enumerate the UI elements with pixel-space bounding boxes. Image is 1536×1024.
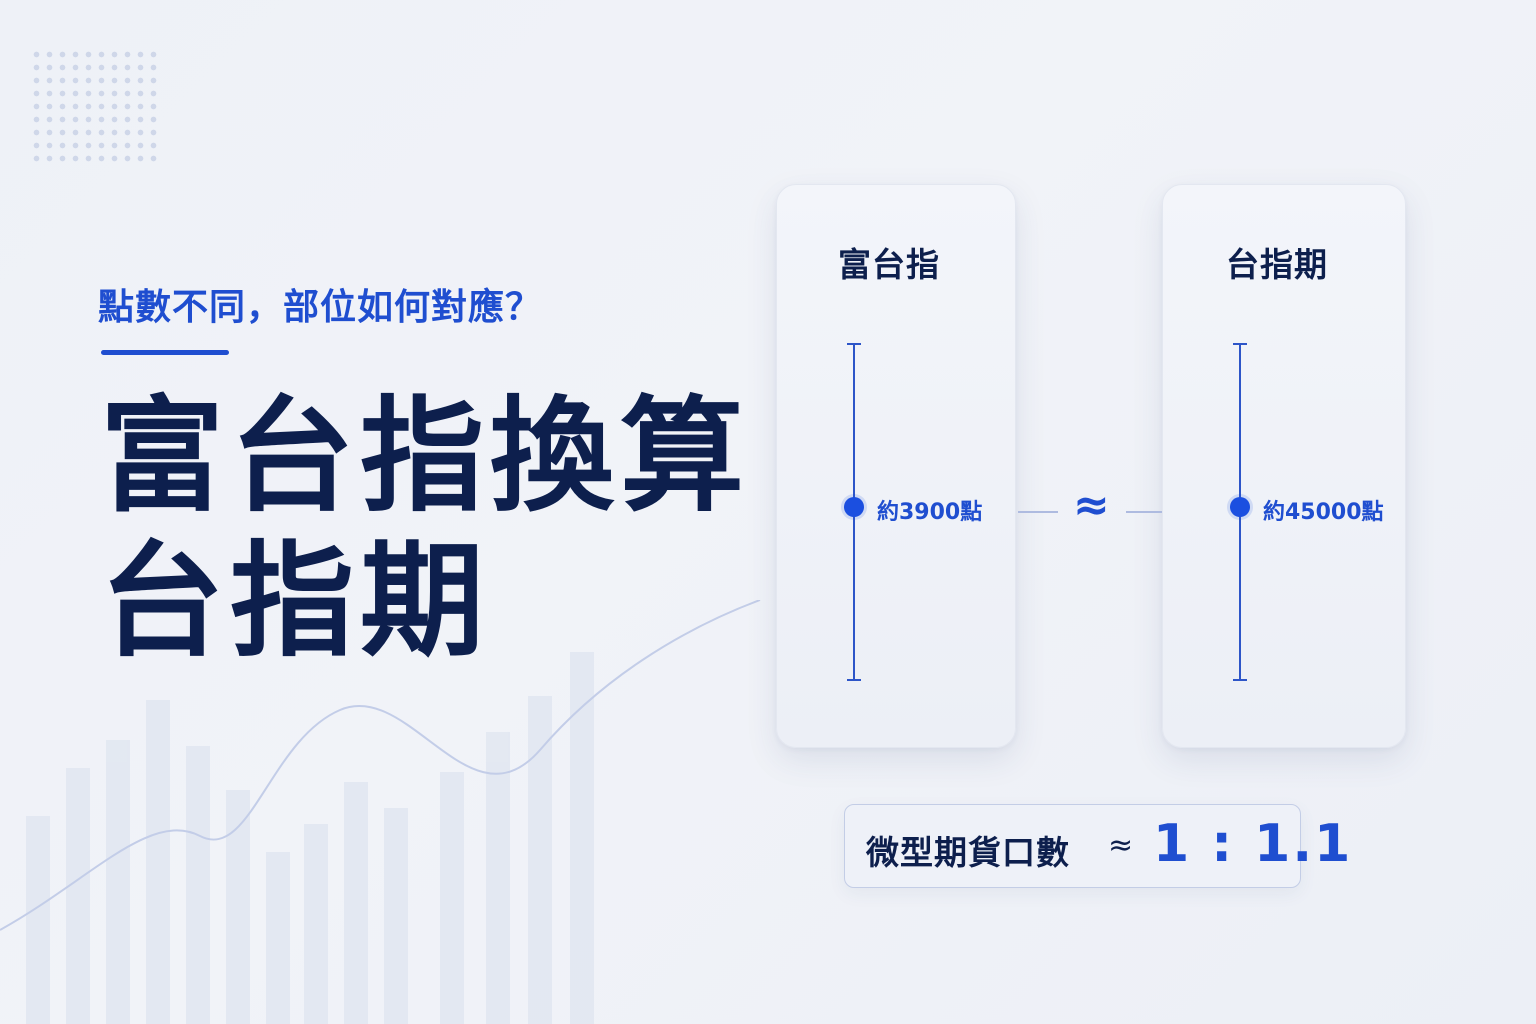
page-subtitle: 點數不同，部位如何對應？ — [98, 287, 543, 328]
connector-line-left — [1018, 511, 1058, 513]
left-value-marker — [844, 497, 864, 517]
ratio-label: 微型期貨口數 — [866, 833, 1070, 872]
index-card-left — [776, 184, 1016, 748]
decorative-dot-grid — [30, 48, 160, 168]
right-value-label: 約45000點 — [1263, 500, 1384, 525]
page-title-line-1: 富台指換算 — [100, 385, 751, 529]
approx-equal-icon: ≈ — [1073, 480, 1110, 531]
page-title-line-2: 台指期 — [100, 530, 491, 674]
left-value-label: 約3900點 — [877, 500, 983, 525]
connector-line-right — [1126, 511, 1162, 513]
accent-divider — [101, 350, 229, 355]
left-card-title: 富台指 — [838, 245, 940, 284]
ratio-box — [844, 804, 1301, 888]
decorative-background-chart — [0, 600, 761, 1024]
right-value-marker — [1230, 497, 1250, 517]
ratio-approx-symbol: ≈ — [1108, 828, 1134, 863]
index-card-right — [1162, 184, 1406, 748]
ratio-value: 1 : 1.1 — [1153, 814, 1353, 874]
right-card-title: 台指期 — [1226, 245, 1328, 284]
